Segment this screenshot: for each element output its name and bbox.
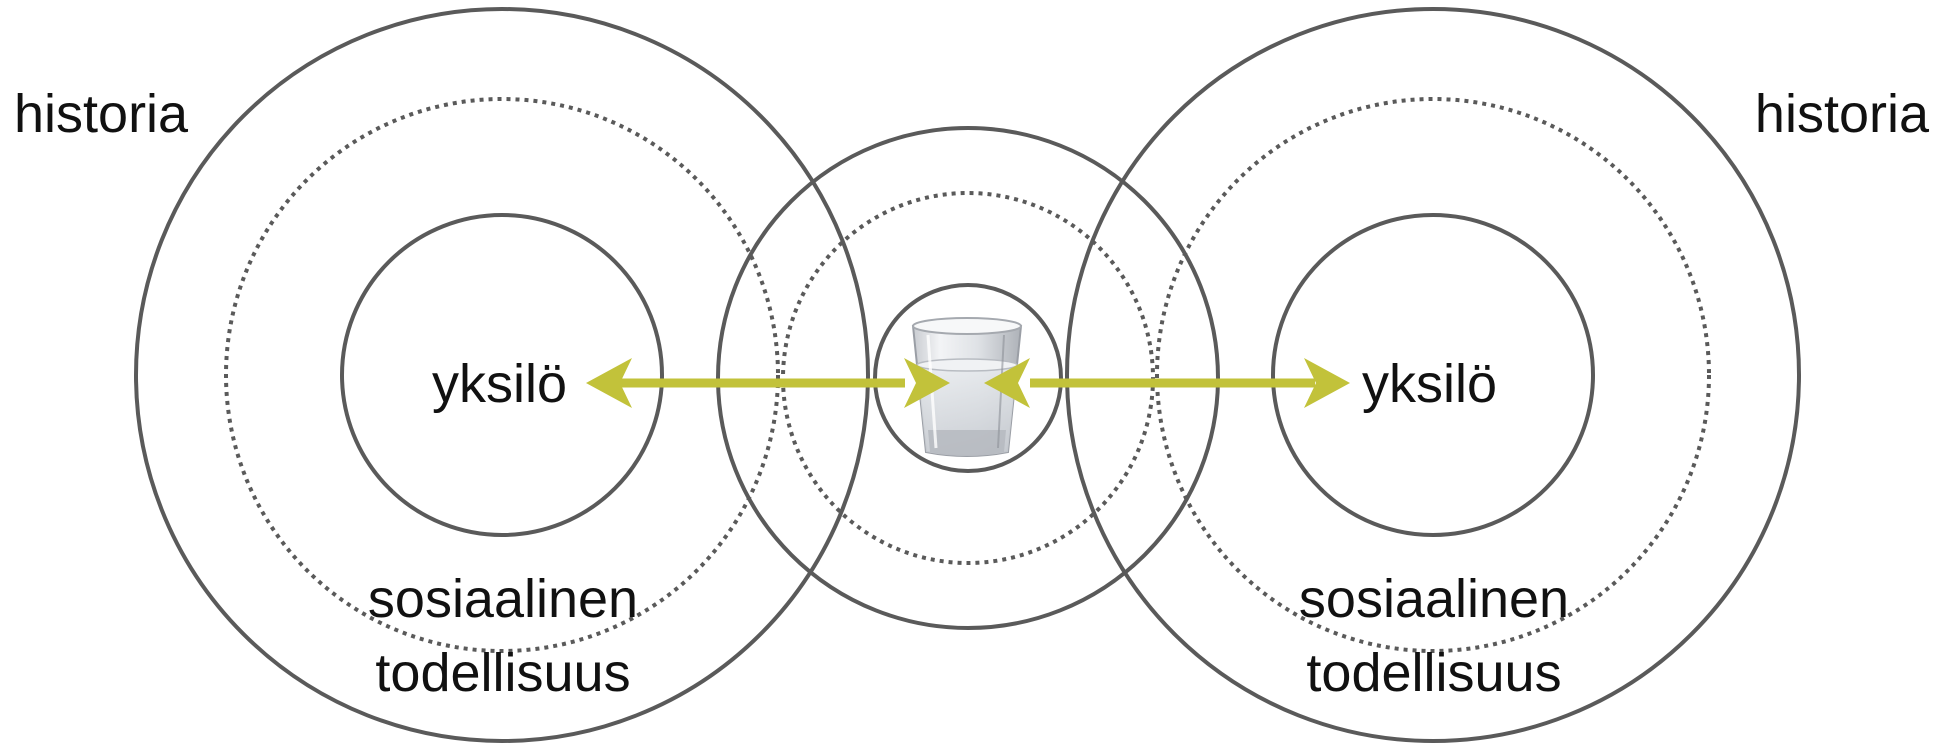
right-social-label-line2: todellisuus (1306, 643, 1561, 703)
right-social-label-line1: sosiaalinen (1299, 569, 1569, 629)
right-history-label: historia (1755, 84, 1930, 144)
right-arrow (984, 358, 1350, 408)
left-outer-circle-history (134, 7, 870, 743)
left-arrow (586, 358, 950, 408)
center-inner-circle (873, 283, 1063, 473)
water-glass-icon (911, 317, 1023, 457)
left-dotted-circle (224, 97, 780, 653)
left-history-label: historia (14, 84, 189, 144)
right-dotted-circle (1155, 97, 1711, 653)
right-individual-label: yksilö (1362, 354, 1497, 414)
center-circle-group (716, 126, 1220, 630)
left-individual-label: yksilö (432, 354, 567, 414)
right-outer-circle-history (1065, 7, 1801, 743)
left-social-label-line1: sosiaalinen (368, 569, 638, 629)
left-circle-group (134, 7, 870, 743)
center-outer-circle (716, 126, 1220, 630)
right-circle-group (1065, 7, 1801, 743)
left-social-label-line2: todellisuus (375, 643, 630, 703)
right-inner-circle-individual (1271, 213, 1595, 537)
left-inner-circle-individual (340, 213, 664, 537)
center-dotted-circle (781, 191, 1155, 565)
